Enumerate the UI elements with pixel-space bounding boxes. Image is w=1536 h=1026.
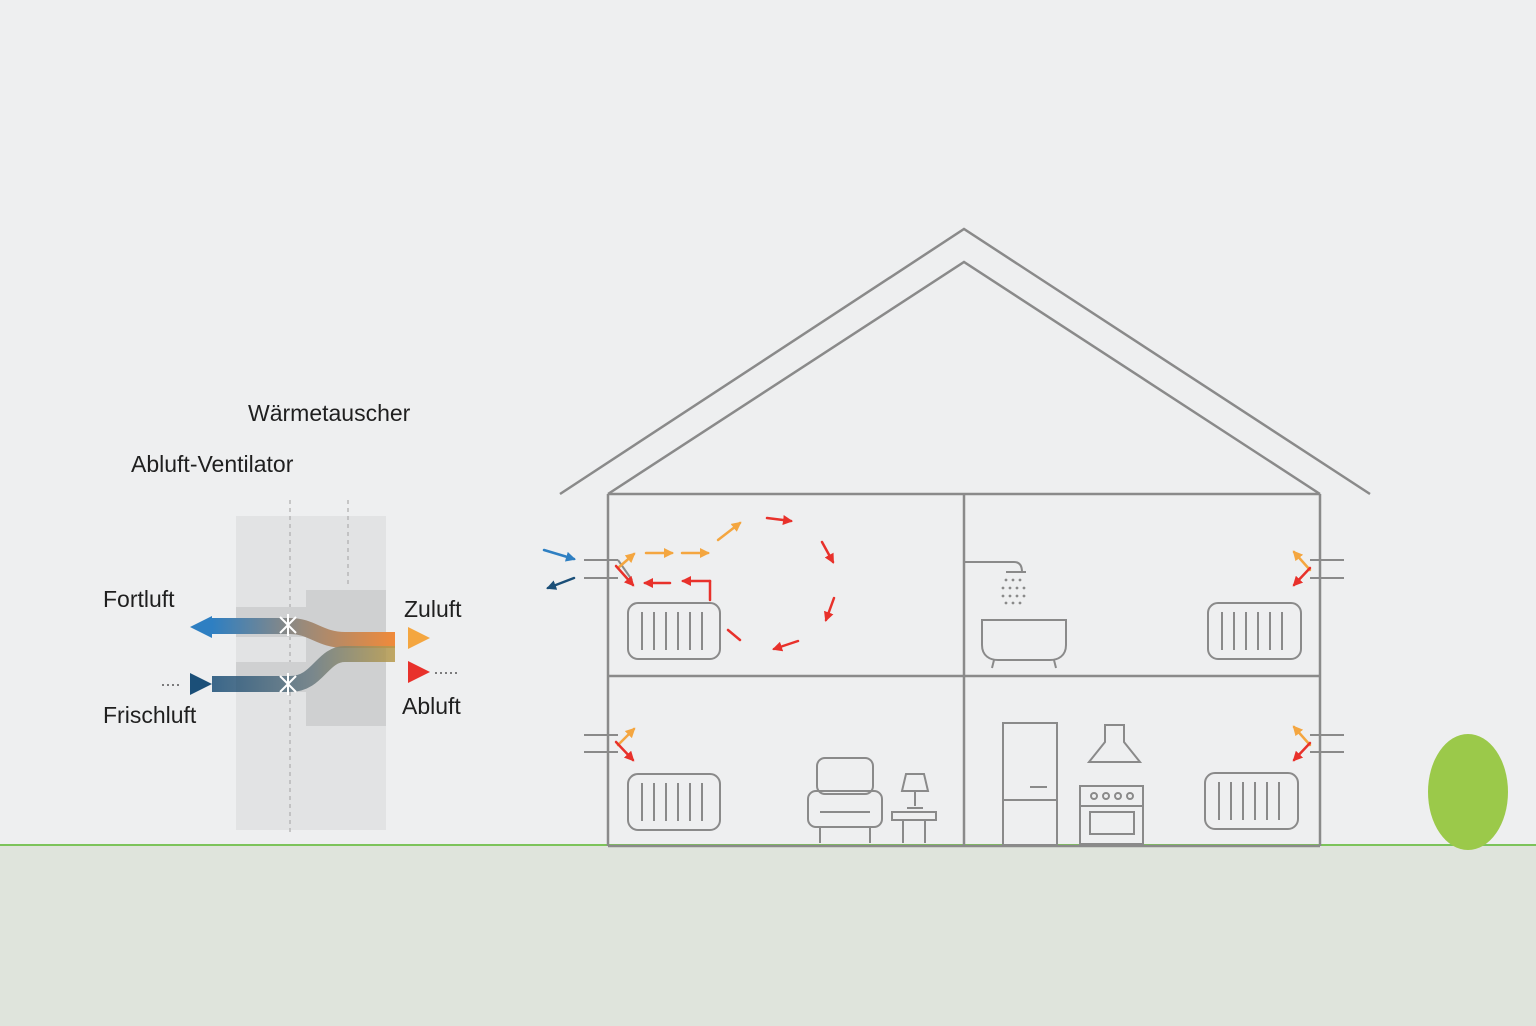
exhaust-air-arrow [546, 576, 576, 590]
armchair-icon [807, 757, 883, 843]
fortluft-arrow [190, 616, 212, 638]
radiator-icon [627, 773, 721, 831]
extract-arrow [614, 740, 635, 762]
radiator-icon [627, 602, 721, 660]
abluft-ventilator-label: Abluft-Ventilator [131, 451, 294, 477]
vent-icon [584, 734, 618, 753]
extract-arrow [614, 564, 635, 587]
fresh-air-arrow [542, 548, 576, 562]
waermetauscher-label: Wärmetauscher [248, 400, 411, 426]
shower-water [1001, 578, 1026, 605]
radiator-icon [1207, 602, 1302, 660]
stove-icon [1079, 785, 1144, 845]
bush-icon [1428, 734, 1508, 850]
roof-outer [559, 227, 1371, 496]
vent-icon [1310, 559, 1344, 579]
fridge-icon [1002, 722, 1058, 846]
supply-arrow [1292, 725, 1312, 747]
ground [0, 844, 1536, 1026]
fan-icon [279, 673, 297, 695]
fortluft-label: Fortluft [103, 586, 175, 612]
extract-arrow [1292, 741, 1312, 762]
abluft-arrow [408, 661, 430, 683]
radiator-icon [1204, 772, 1299, 830]
lamp-icon [891, 773, 937, 843]
extract-arrow [824, 596, 836, 622]
bathtub-icon [981, 619, 1067, 669]
supply-arrow [616, 552, 636, 570]
vent-icon [1310, 734, 1344, 753]
range-hood-icon [1086, 724, 1143, 763]
ventilation-unit [162, 500, 458, 835]
extract-arrow [820, 540, 835, 564]
roof-inner [607, 260, 1321, 496]
frischluft-label: Frischluft [103, 702, 197, 728]
supply-arrow [616, 727, 636, 747]
supply-arrow [716, 521, 742, 542]
abluft-label: Abluft [402, 693, 461, 719]
zuluft-label: Zuluft [404, 596, 462, 622]
house [559, 227, 1371, 848]
supply-arrow [1292, 550, 1312, 572]
extract-arrow [765, 515, 793, 525]
zuluft-arrow [408, 627, 430, 649]
shower-icon [964, 561, 1026, 573]
extract-arrow [772, 639, 800, 652]
frischluft-arrow [190, 673, 212, 695]
fan-icon [279, 614, 297, 636]
extract-arrow [1292, 566, 1312, 587]
